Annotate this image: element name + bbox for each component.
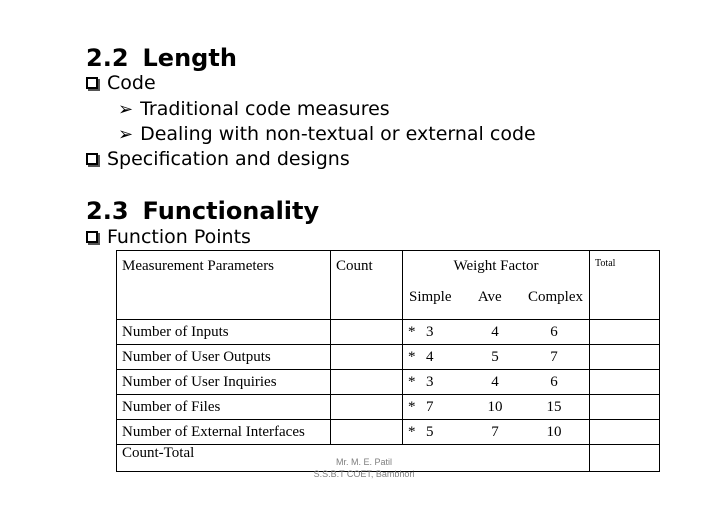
bullet-specification: Specification and designs [86,148,350,170]
table-row: Number of User Outputs * 4 5 7 [116,344,660,370]
weight-ave: 7 [491,423,499,440]
sub-bullet-label: Traditional code measures [140,98,390,120]
row-param: Number of External Interfaces [116,419,331,445]
checkbox-bullet-icon [86,231,98,243]
row-weights: * 4 5 7 [402,344,590,370]
section-number: 2.2 [86,44,129,72]
row-param: Number of Inputs [116,319,331,345]
header-measurement-parameters: Measurement Parameters [116,250,331,320]
table-row: Number of External Interfaces * 5 7 10 [116,419,660,445]
table-header-row: Measurement Parameters Count Weight Fact… [116,250,660,320]
section-title: Functionality [142,197,320,225]
row-total [589,369,660,395]
row-count [330,319,403,345]
row-param: Number of User Inquiries [116,369,331,395]
count-total-value [589,444,660,472]
multiply-star: * [408,398,416,415]
bullet-label: Function Points [107,226,251,248]
row-total [589,394,660,420]
table-row: Number of Files * 7 10 15 [116,394,660,420]
weight-ave: 4 [491,373,499,390]
row-weights: * 3 4 6 [402,369,590,395]
weight-ave: 5 [491,348,499,365]
table-row: Number of Inputs * 3 4 6 [116,319,660,345]
header-simple: Simple [409,289,452,305]
weight-ave: 10 [487,398,503,415]
function-points-table: Measurement Parameters Count Weight Fact… [116,250,660,472]
weight-ave: 4 [491,323,499,340]
row-param: Number of Files [116,394,331,420]
weight-simple: 4 [426,348,434,365]
multiply-star: * [408,373,416,390]
arrow-bullet-icon: ➢ [118,98,134,120]
weight-complex: 7 [550,348,558,365]
header-ave: Ave [477,289,502,305]
weight-simple: 5 [426,423,434,440]
bullet-code: Code [86,72,156,94]
count-total-label: Count-Total [116,444,590,472]
checkbox-bullet-icon [86,77,98,89]
weight-simple: 3 [426,323,434,340]
bullet-label: Code [107,72,156,94]
row-weights: * 5 7 10 [402,419,590,445]
weight-complex: 10 [546,423,562,440]
row-count [330,419,403,445]
table-row: Number of User Inquiries * 3 4 6 [116,369,660,395]
footer-author: Mr. M. E. Patil [335,457,392,467]
weight-complex: 6 [550,373,558,390]
multiply-star: * [408,323,416,340]
row-count [330,369,403,395]
weight-factor-title: Weight Factor [453,258,539,274]
row-total [589,344,660,370]
bullet-label: Specification and designs [107,148,350,170]
checkbox-bullet-icon [86,153,98,165]
arrow-bullet-icon: ➢ [118,123,134,145]
row-weights: * 7 10 15 [402,394,590,420]
weight-factor-subheaders: Simple Ave Complex [403,289,589,306]
bullet-function-points: Function Points [86,226,251,248]
footer-institution: S.S.B.T COET, Bambhori [313,469,415,479]
row-total [589,319,660,345]
section-heading-functionality: 2.3 Functionality [86,197,319,225]
weight-complex: 15 [546,398,562,415]
row-weights: * 3 4 6 [402,319,590,345]
sub-bullet-non-textual: ➢ Dealing with non-textual or external c… [118,123,536,145]
header-complex: Complex [528,289,583,305]
weight-complex: 6 [550,323,558,340]
header-count: Count [330,250,403,320]
row-param: Number of User Outputs [116,344,331,370]
row-count [330,344,403,370]
sub-bullet-traditional: ➢ Traditional code measures [118,98,390,120]
multiply-star: * [408,348,416,365]
header-weight-factor: Weight Factor Simple Ave Complex [402,250,590,320]
weight-simple: 3 [426,373,434,390]
header-total: Total [589,250,660,320]
section-number: 2.3 [86,197,129,225]
count-total-row: Count-Total [116,444,660,472]
row-total [589,419,660,445]
section-heading-length: 2.2 Length [86,44,237,72]
weight-simple: 7 [426,398,434,415]
multiply-star: * [408,423,416,440]
section-title: Length [142,44,237,72]
row-count [330,394,403,420]
sub-bullet-label: Dealing with non-textual or external cod… [140,123,536,145]
